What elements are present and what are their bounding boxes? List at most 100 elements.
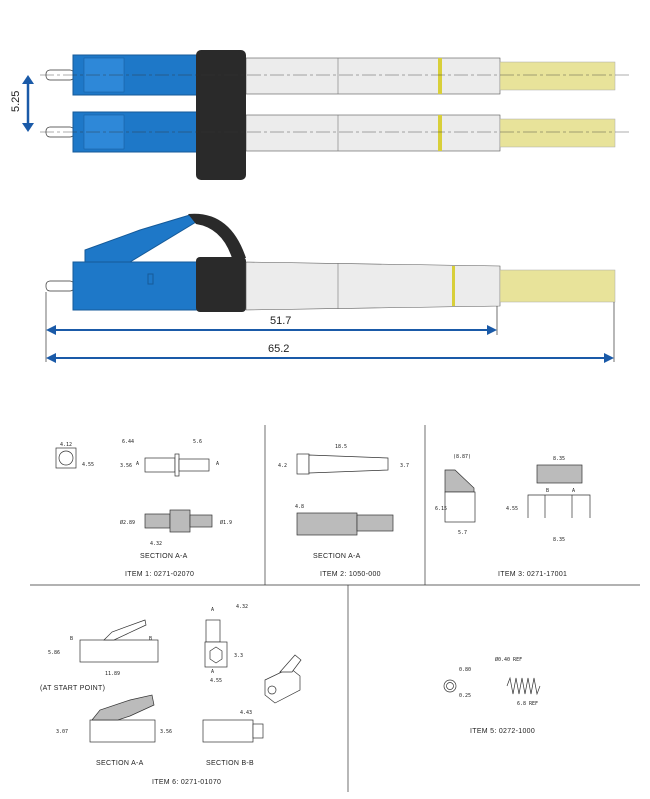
blue-latch [84,214,197,263]
dimension-label: 3.7 [400,463,409,469]
length-65-2-label: 65.2 [268,343,289,355]
dimension-label: 4.43 [240,710,252,716]
dimension-label: 11.89 [105,671,120,677]
item-2-drawing: 18.5 4.2 3.7 4.8 SECTION A-A ITEM 2: 105… [278,444,409,578]
dimension-label: 18.5 [335,444,347,450]
dimension-label: Ø2.89 [120,519,135,526]
dimension-label: Ø0.40 REF [495,656,522,663]
drawing-shape [144,513,171,529]
dimension-label: ITEM 6: 0271-01070 [152,779,221,786]
dimension-label: A [216,461,219,467]
drawing-shape [204,641,228,668]
dimension-label: SECTION A-A [96,760,144,767]
drawing-shape [506,676,541,696]
black-clip [196,50,246,180]
drawing-shape [296,512,358,536]
dimension-label: 6.8 REF [517,701,538,707]
white-boot [245,57,501,95]
drawing-shape [209,646,223,664]
dimension-label: 3.56 [160,729,172,735]
length-51-7-label: 51.7 [270,315,291,327]
dimension-label: 3.07 [56,729,68,735]
drawing-shape [536,464,583,484]
yellow-cable [499,61,616,91]
drawing-shape [527,494,591,518]
drawing-shape [267,685,277,695]
item-5-drawing: 0.80 0.25 Ø0.40 REF 6.8 REF ITEM 5: 0272… [443,656,541,735]
pitch-label: 5.25 [10,91,22,112]
item-6-drawing: 5.86 11.89 B B (AT START POINT) 4.32 A A… [40,604,302,786]
dimension-label: 5.7 [458,530,467,536]
dimension-label: ITEM 1: 0271-02070 [125,571,194,578]
dimension-label: 4.55 [210,678,222,684]
dimension-label: 4.12 [60,442,72,448]
item-3-drawing: (8.87) 6.15 5.7 8.35 4.55 B A 8.35 ITEM … [435,454,591,578]
drawing-shape [604,353,614,363]
item-grid [30,425,640,792]
dimension-label: 4.32 [236,604,248,610]
drawing-shape [308,454,389,474]
drawing-shape [196,257,246,312]
drawing-shape [46,353,56,363]
item-6-isometric [264,667,301,704]
drawing-shape [499,118,616,148]
dimension-label: B [149,636,152,642]
dimension-label: B [546,488,549,494]
connector-side-view: 51.7 65.2 [45,213,616,363]
drawing-shape [178,458,210,472]
dimension-label: 4.8 [295,504,304,510]
drawing-shape [72,261,199,311]
drawing-shape [438,58,442,94]
drawing-shape [202,719,254,743]
dimension-label: 6.44 [122,439,134,445]
drawing-shape [169,509,191,533]
drawing-shape [174,453,180,477]
dimension-label: 4.2 [278,463,287,469]
item-1-drawing: 4.12 4.55 6.44 5.6 3.56 A A Ø2.89 4.32 Ø… [55,439,232,578]
dimension-label: SECTION A-A [140,553,188,560]
black-trigger [188,213,246,258]
dimension-label: 0.80 [459,667,471,673]
drawing-shape [91,694,155,721]
drawing-shape [58,450,74,466]
duplex-connector-top-view: 5.25 [10,50,630,180]
drawing-shape [487,325,497,335]
dimension-label: A [572,488,575,494]
drawing-shape [296,453,310,475]
dimension-label: ITEM 5: 0272-1000 [470,728,535,735]
dimension-label: 5.86 [48,650,60,656]
dimension-label: SECTION A-A [313,553,361,560]
drawing-shape [22,123,34,132]
drawing-shape [46,325,56,335]
dimension-label: A [211,607,214,613]
drawing-shape [444,469,475,493]
drawing-shape [89,719,156,743]
drawing-shape [452,266,455,306]
dimension-label: A [136,461,139,467]
drawing-shape [279,654,302,673]
dimension-label: 5.6 [193,439,202,445]
drawing-shape [446,682,454,690]
dimension-label: 6.15 [435,506,447,512]
drawing-shape [147,273,154,285]
dimension-label: Ø1.9 [220,519,232,526]
dimension-label: ITEM 3: 0271-17001 [498,571,567,578]
drawing-shape [144,457,176,473]
drawing-shape [22,75,34,84]
drawing-shape [499,269,616,303]
dimension-label: (AT START POINT) [40,685,105,692]
drawing-shape [245,261,501,311]
dimension-label: SECTION B-B [206,760,254,767]
dimension-label: (8.87) [453,454,471,460]
dimension-label: A [211,669,214,675]
dimension-label: ITEM 2: 1050-000 [320,571,381,578]
drawing-shape [252,723,264,739]
drawing-shape [356,514,394,532]
dimension-label: B [70,636,73,642]
drawing-shape [438,115,442,151]
dimension-label: 4.55 [82,462,94,468]
drawing-shape [45,280,75,292]
drawing-shape [443,679,457,693]
